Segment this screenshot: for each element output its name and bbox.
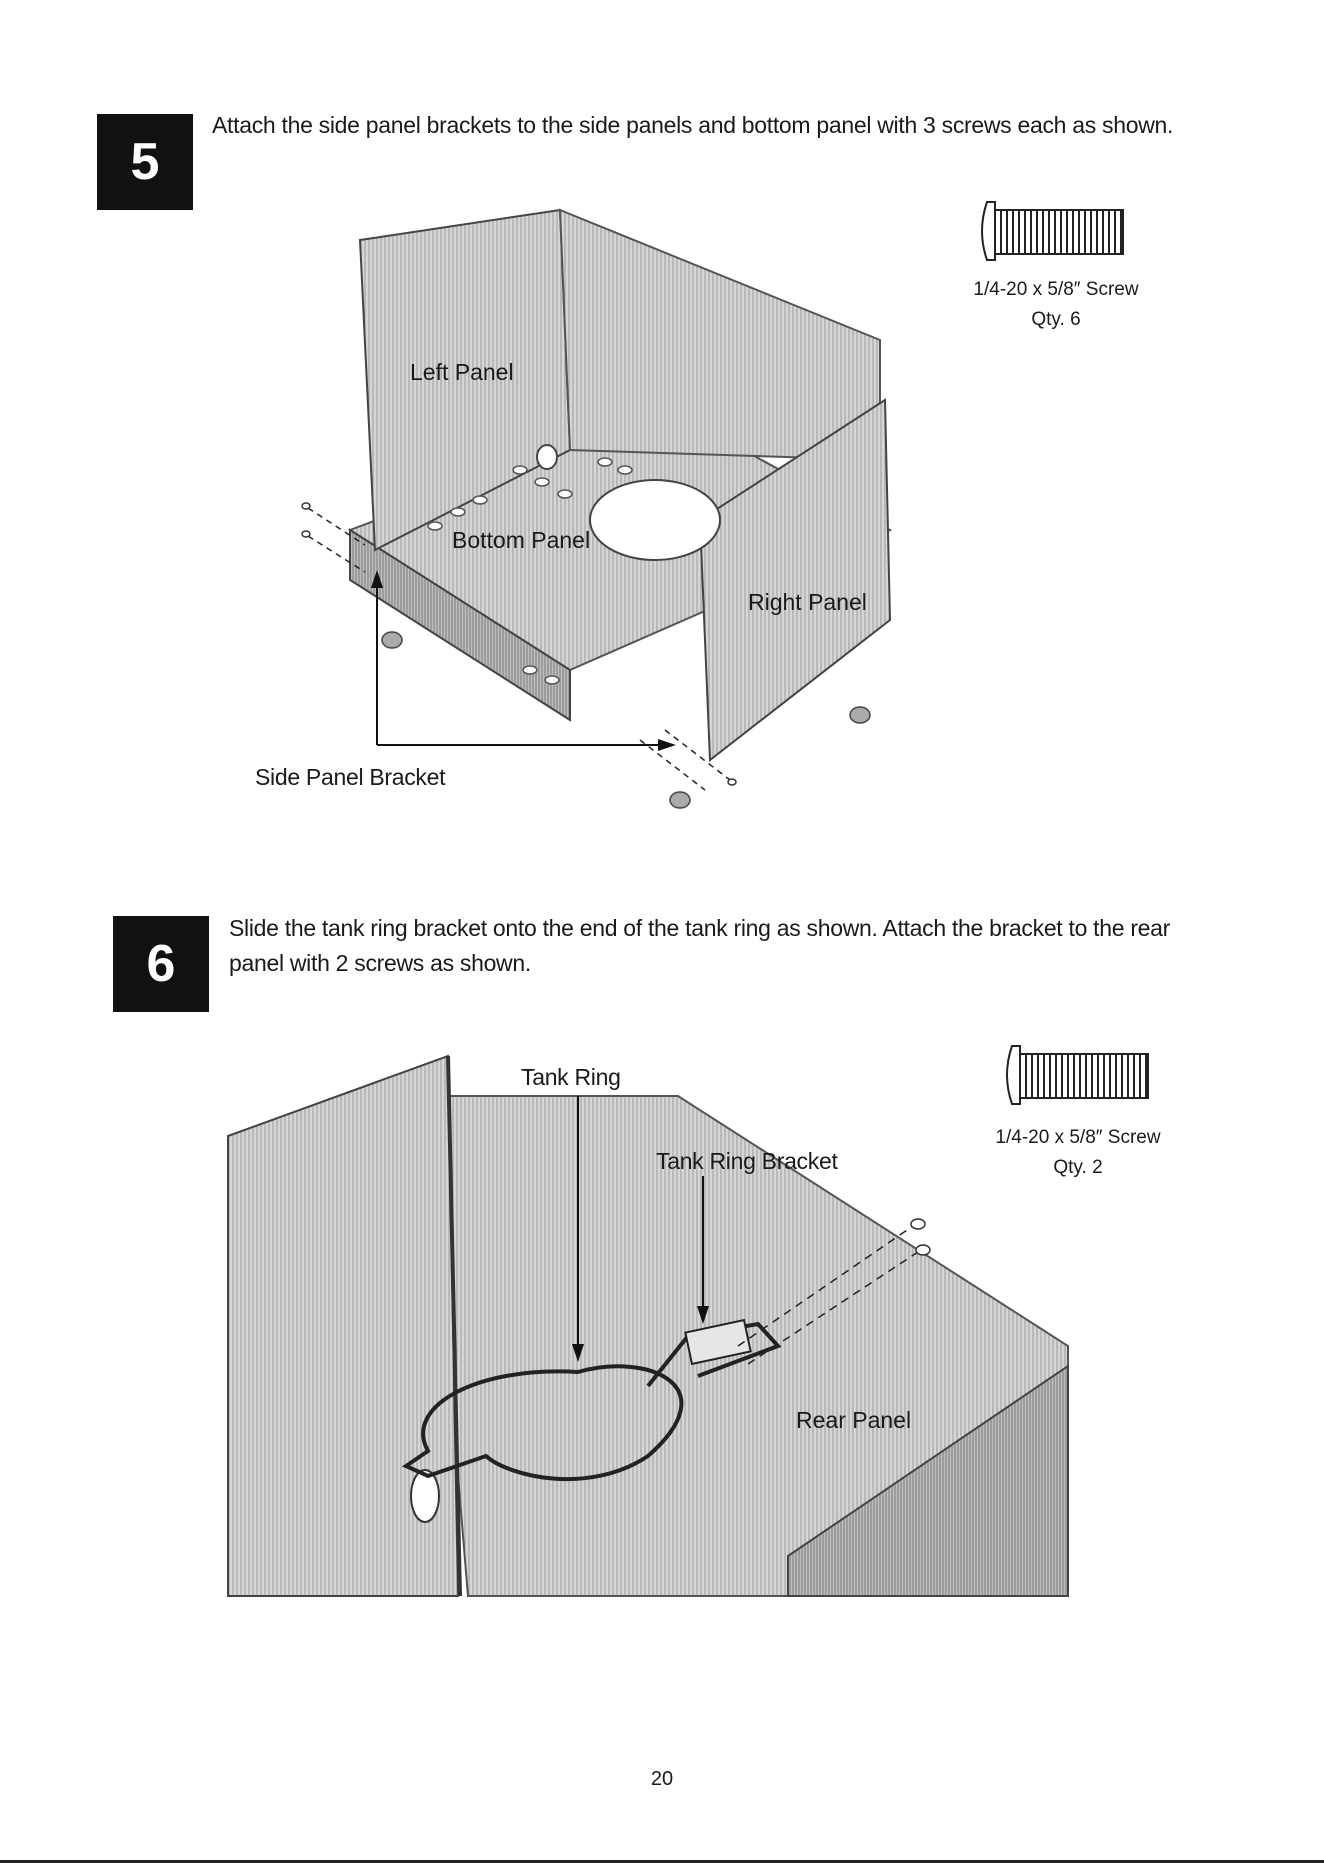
step-6-cabinet-diagram: Rear Panel (227, 1054, 1069, 1597)
step-5-instruction: Attach the side panel brackets to the si… (212, 112, 1174, 138)
step-6-badge: 6 (113, 916, 209, 1012)
step-5-screw-qty: Qty. 6 (1031, 309, 1081, 330)
tank-ring-shape (401, 1364, 684, 1482)
bottom-rule (0, 1860, 1324, 1863)
rear-panel-shape (558, 208, 881, 462)
tank-ring-bracket-shape (684, 1318, 752, 1366)
tank-ring-bracket-label: Tank Ring Bracket (656, 1148, 838, 1174)
bottom-panel-cutout (589, 479, 721, 561)
tank-ring-label: Tank Ring (521, 1064, 621, 1090)
right-panel-shape (698, 398, 892, 762)
right-panel-label: Right Panel (748, 589, 867, 615)
step-6-screw-qty: Qty. 2 (1053, 1157, 1103, 1178)
step-6-instruction: Slide the tank ring bracket onto the end… (229, 915, 1171, 976)
step-5-badge: 5 (97, 114, 193, 210)
page-number: 20 (650, 1768, 674, 1790)
side-panel-bracket-label: Side Panel Bracket (255, 764, 446, 790)
step-5-cabinet-diagram: Left Panel Bottom Panel Right Panel (301, 208, 893, 809)
rear-panel-label: Rear Panel (796, 1407, 911, 1433)
bottom-panel-label: Bottom Panel (452, 527, 590, 553)
left-panel-label: Left Panel (410, 359, 514, 385)
screw-icon (981, 201, 1124, 261)
step-6-screw-spec: 1/4-20 x 5/8″ Screw (995, 1127, 1161, 1148)
step-5-screw-spec: 1/4-20 x 5/8″ Screw (973, 279, 1139, 300)
screw-icon (1006, 1045, 1149, 1105)
